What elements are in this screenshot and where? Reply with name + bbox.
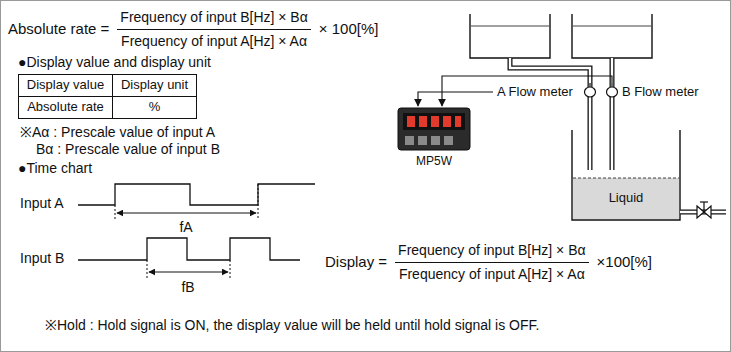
fraction-bar	[117, 29, 310, 30]
pipe	[510, 58, 726, 212]
period-label: fB	[181, 279, 194, 295]
note: Bα : Prescale value of input B	[36, 141, 220, 157]
device-name: MP5W	[416, 155, 452, 169]
fraction-bar	[395, 262, 588, 263]
liquid-fill	[573, 178, 679, 219]
formula-label: Display =	[325, 253, 387, 270]
table-header: Display value	[27, 78, 104, 93]
denominator: Frequency of input A[Hz] × Aα	[121, 33, 307, 49]
period-label: fA	[179, 219, 192, 235]
section-heading: ●Display value and display unit	[18, 54, 211, 70]
denominator: Frequency of input A[Hz] × Aα	[399, 266, 585, 282]
flow-meter-label: B Flow meter	[622, 85, 699, 100]
signal-name: Input A	[20, 195, 64, 211]
numerator: Frequency of input B[Hz] × Bα	[398, 242, 585, 258]
flow-meter-valve	[585, 83, 712, 218]
note: ※Aα : Prescale value of input A	[20, 124, 215, 140]
multiplier: ×100[%]	[597, 253, 652, 270]
period-marks	[115, 184, 258, 278]
multiplier: × 100[%]	[319, 20, 379, 37]
timing-waveform	[78, 184, 315, 260]
signal-name: Input B	[20, 250, 64, 266]
formula-label: Absolute rate =	[8, 20, 109, 37]
table-cell: Absolute rate	[27, 100, 104, 115]
tank	[470, 14, 652, 58]
flow-meter-label: A Flow meter	[497, 85, 573, 100]
liquid-level	[573, 178, 679, 179]
table-grid	[19, 75, 197, 119]
numerator: Frequency of input B[Hz] × Bα	[120, 9, 307, 25]
table-cell: %	[149, 100, 161, 115]
liquid-label: Liquid	[607, 191, 646, 206]
meter-device	[398, 108, 470, 150]
signal-wire	[418, 76, 612, 106]
section-heading: ●Time chart	[18, 160, 92, 176]
note: ※Hold : Hold signal is ON, the display v…	[45, 317, 539, 333]
table-header: Display unit	[121, 78, 188, 93]
